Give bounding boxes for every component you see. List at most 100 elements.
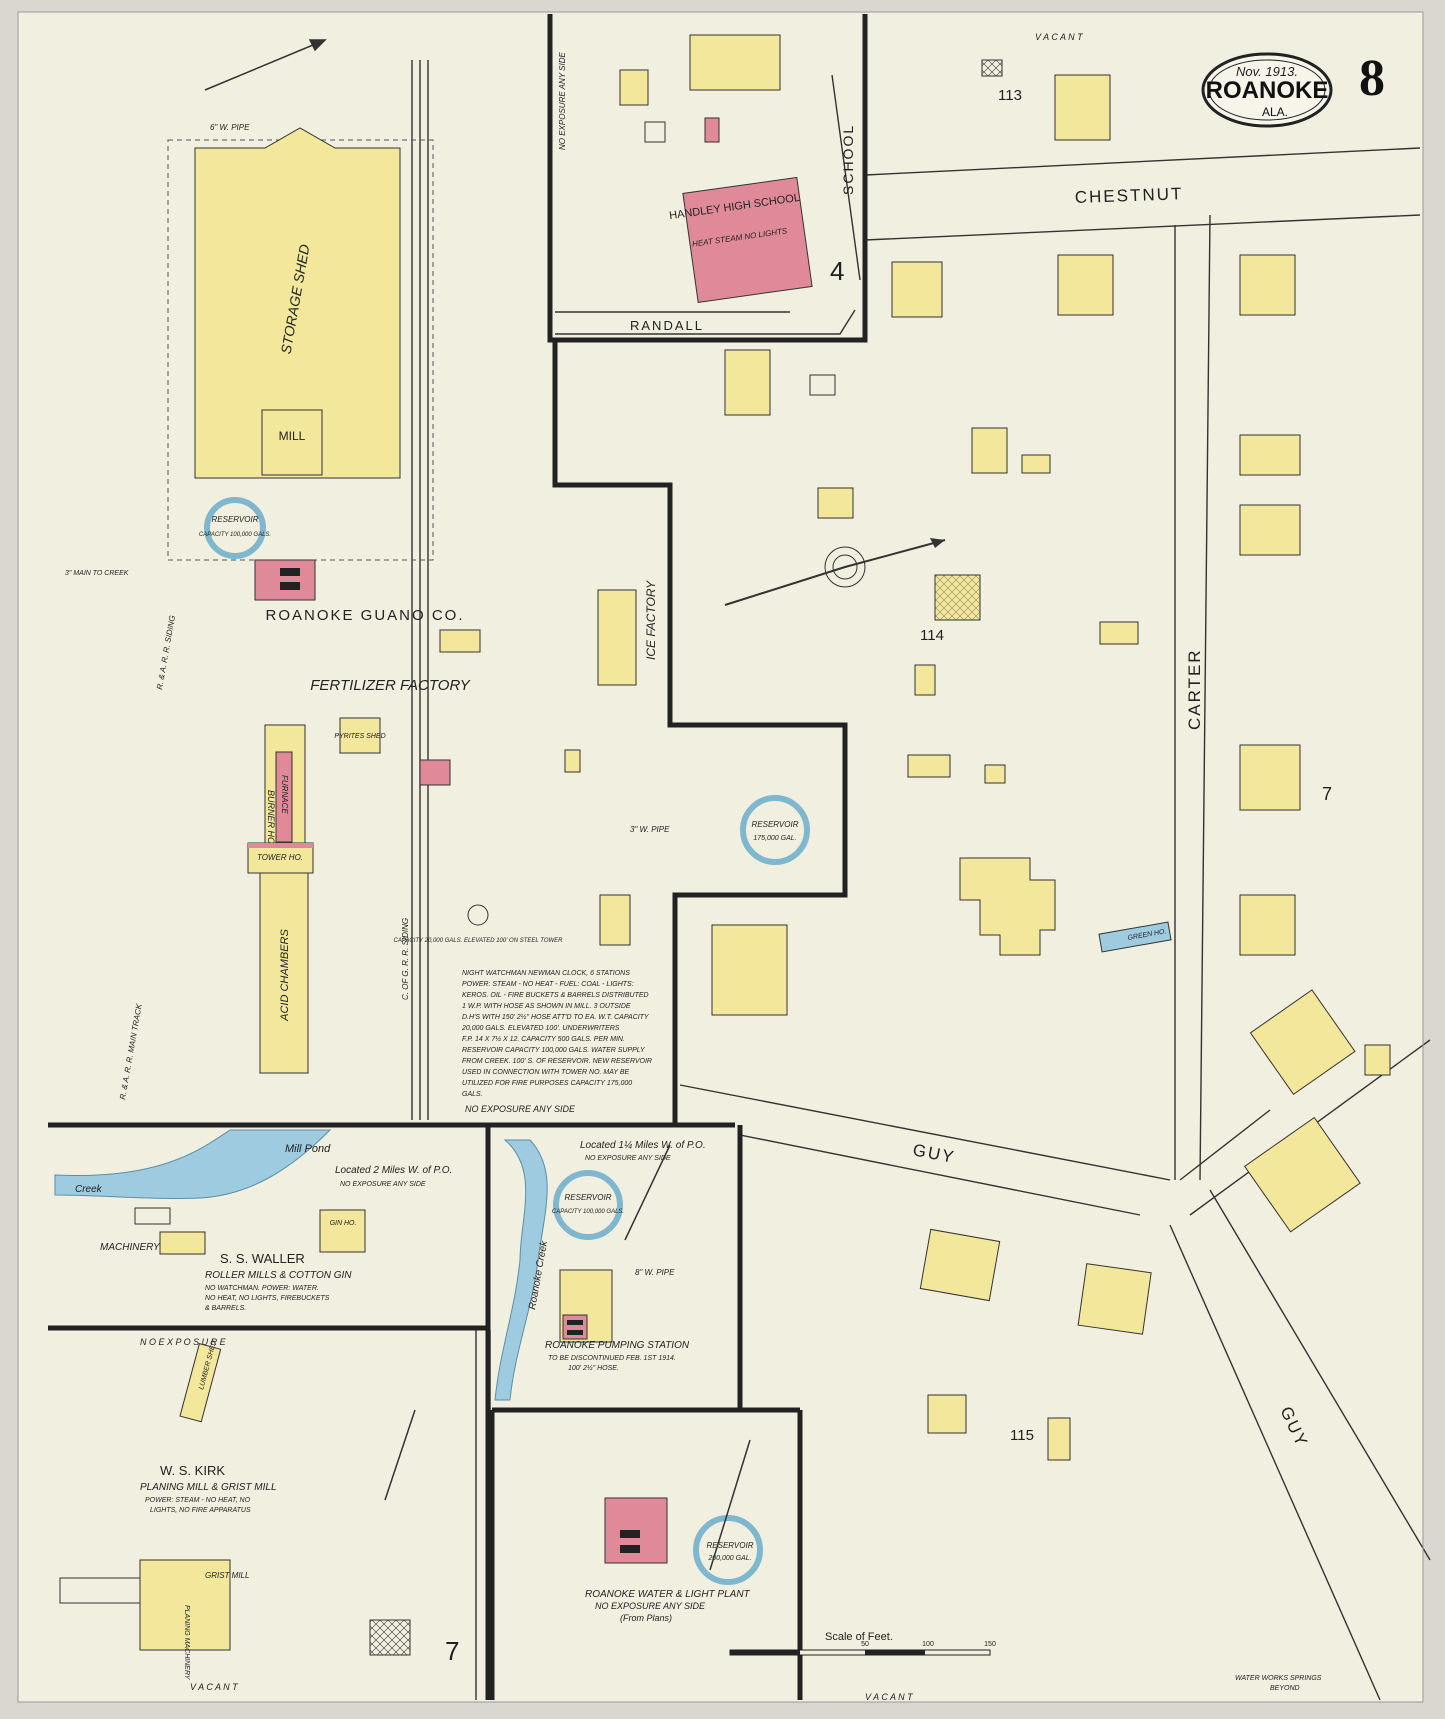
watchman-line-9: USED IN CONNECTION WITH TOWER NO. MAY BE [462, 1069, 630, 1076]
street-chestnut: CHESTNUT [1074, 184, 1183, 207]
map-town: ROANOKE [1206, 77, 1329, 104]
scale-tick-100: 100 [922, 1641, 934, 1648]
acid-chambers-label: ACID CHAMBERS [279, 929, 291, 1022]
reservoir-2-capacity: 175,000 GAL. [753, 835, 796, 842]
dwelling-right-5 [1239, 894, 1296, 956]
watchman-line-7: RESERVOIR CAPACITY 100,000 GALS. WATER S… [462, 1047, 646, 1054]
kirk-power-2: LIGHTS, NO FIRE APPARATUS [150, 1507, 251, 1514]
reservoir-plant-label: RESERVOIR [707, 1541, 754, 1550]
waller-name: S. S. WALLER [220, 1251, 305, 1266]
reservoir-2-label: RESERVOIR [752, 820, 799, 829]
dwelling-114-a [891, 261, 943, 318]
block-113: 113 [998, 87, 1022, 104]
kirk-power: POWER: STEAM - NO HEAT, NO [145, 1497, 251, 1504]
reservoir-plant-capacity: 200,000 GAL. [707, 1555, 751, 1562]
mill-pond [54, 1129, 332, 1199]
dwelling-116-b [711, 924, 788, 1016]
flour-mill [159, 1231, 206, 1255]
dwelling-116-a [724, 349, 771, 416]
school-outbuilding-3 [704, 117, 720, 143]
dwelling-115-b [1077, 1263, 1152, 1335]
grist-mill [139, 1559, 231, 1651]
water-works-label-2: BEYOND [1270, 1685, 1300, 1692]
scale-tick-50: 50 [861, 1641, 869, 1648]
scale-of-feet: Scale of Feet. 0 50 100 150 [729, 1631, 996, 1656]
watchman-line-6: F.P. 14 X 7½ X 12. CAPACITY 500 GALS. PE… [462, 1035, 625, 1043]
engine-house [59, 1577, 141, 1604]
shed-115-b [1047, 1417, 1071, 1461]
vacant-bottom-right: V A C A N T [865, 1692, 914, 1702]
saw-mill [134, 1207, 171, 1225]
dwelling-right-6 [1249, 989, 1356, 1096]
planing-machinery-label: PLANING MACHINERY [183, 1605, 190, 1681]
vacant-bottom: V A C A N T [190, 1682, 239, 1692]
shed-right-hatched [1364, 1044, 1391, 1076]
acid-chambers [259, 872, 309, 1074]
roanoke-creek [494, 1139, 548, 1401]
fertilizer-works: STORAGE SHED MILL RESERVOIR CAPACITY 100… [65, 123, 810, 1100]
burner-house-label: BURNER HO. [266, 790, 276, 847]
watchman-line-10: UTILIZED FOR FIRE PURPOSES CAPACITY 175,… [462, 1080, 632, 1087]
shed-h [439, 629, 481, 653]
lumber-shed [179, 1342, 222, 1423]
furnace-label: FURNACE [280, 775, 289, 814]
dwelling-113-a [1054, 74, 1111, 141]
school-dwelling-1 [689, 34, 781, 91]
roanoke-guano-label: ROANOKE GUANO CO. [265, 607, 464, 624]
main-to-creek: 3" MAIN TO CREEK [65, 570, 129, 577]
grist-mill-label: GRIST MILL [205, 1571, 249, 1580]
scale-label: Scale of Feet. [825, 1631, 893, 1643]
dwelling-right-3 [1239, 504, 1301, 556]
north-arrows [204, 39, 751, 1571]
compass-rose [724, 538, 946, 606]
watchman-line-8: FROM CREEK. 100' S. OF RESERVOIR. NEW RE… [462, 1058, 652, 1065]
street-randall: RANDALL [630, 318, 704, 333]
sheet-number: 8 [1359, 50, 1385, 107]
shed-115-hatched [927, 1394, 967, 1434]
street-labels: CHESTNUT SCHOOL RANDALL CARTER GUY GUY [630, 124, 1312, 1451]
shed-g [369, 1619, 411, 1656]
pyrites-shed [339, 717, 381, 754]
furnace [275, 751, 293, 843]
block-114: 114 [920, 627, 944, 644]
shed-hatched-2 [1021, 454, 1051, 474]
watchman-line-0: NIGHT WATCHMAN NEWMAN CLOCK, 6 STATIONS [462, 970, 630, 977]
pumping-station-label: ROANOKE PUMPING STATION [545, 1340, 690, 1351]
school-outbuilding-2 [644, 121, 666, 143]
shed-114-small [914, 664, 936, 696]
pipe-8-label: 8" W. PIPE [635, 1268, 675, 1277]
map-title-cartouche: Nov. 1913. ROANOKE ALA. [1201, 52, 1333, 128]
scale-tick-150: 150 [984, 1641, 996, 1648]
ice-factory [597, 589, 637, 686]
kirk-sub: PLANING MILL & GRIST MILL [140, 1482, 277, 1493]
cg-siding-label: C. OF G. R. R. SIDING [401, 918, 410, 1000]
waller-power-2: NO HEAT, NO LIGHTS, FIREBUCKETS [205, 1295, 330, 1302]
kirk-name: W. S. KIRK [160, 1463, 225, 1478]
waller-power-3: & BARRELS. [205, 1305, 246, 1312]
mill-pond-label: Mill Pond [285, 1143, 331, 1155]
residential-blocks: 113 114 GREEN HO. 7 115 [711, 59, 1391, 1461]
pumping-exposure: NO EXPOSURE ANY SIDE [585, 1155, 671, 1162]
reservoir-1-capacity: CAPACITY 100,000 GALS. [199, 532, 271, 538]
shed-113 [981, 59, 1003, 77]
school-block: HANDLEY HIGH SCHOOL HEAT STEAM NO LIGHTS… [558, 34, 844, 303]
watchman-note: NIGHT WATCHMAN NEWMAN CLOCK, 6 STATIONS … [461, 970, 652, 1114]
watchman-line-4: D.H'S WITH 150' 2½" HOSE ATT'D TO EA. W.… [462, 1013, 650, 1021]
fertilizer-no-exposure: NO EXPOSURE ANY SIDE [465, 1104, 576, 1114]
map-date: Nov. 1913. [1236, 64, 1298, 79]
pipe-6-label: 6" W. PIPE [210, 123, 250, 132]
watchman-line-3: 1 W.P. WITH HOSE AS SHOWN IN MILL. 3 OUT… [462, 1003, 631, 1010]
pumping-note: TO BE DISCONTINUED FEB. 1ST 1914. [548, 1355, 676, 1362]
shed-114-b [984, 764, 1006, 784]
boiler-house [254, 559, 316, 601]
dwelling-right-4 [1239, 744, 1301, 811]
shed-c [564, 749, 581, 773]
water-tank-capacity: CAPACITY 20,000 GALS. ELEVATED 100' ON S… [394, 938, 564, 944]
school-outbuilding-1 [619, 69, 649, 106]
fertilizer-factory-label: FERTILIZER FACTORY [310, 677, 470, 694]
pipe-3-label: 3" W. PIPE [630, 825, 670, 834]
waller-exposure: NO EXPOSURE ANY SIDE [340, 1181, 426, 1188]
tower-house-label: TOWER HO. [257, 853, 303, 862]
pyrites-shed-label: PYRITES SHED [334, 733, 385, 740]
